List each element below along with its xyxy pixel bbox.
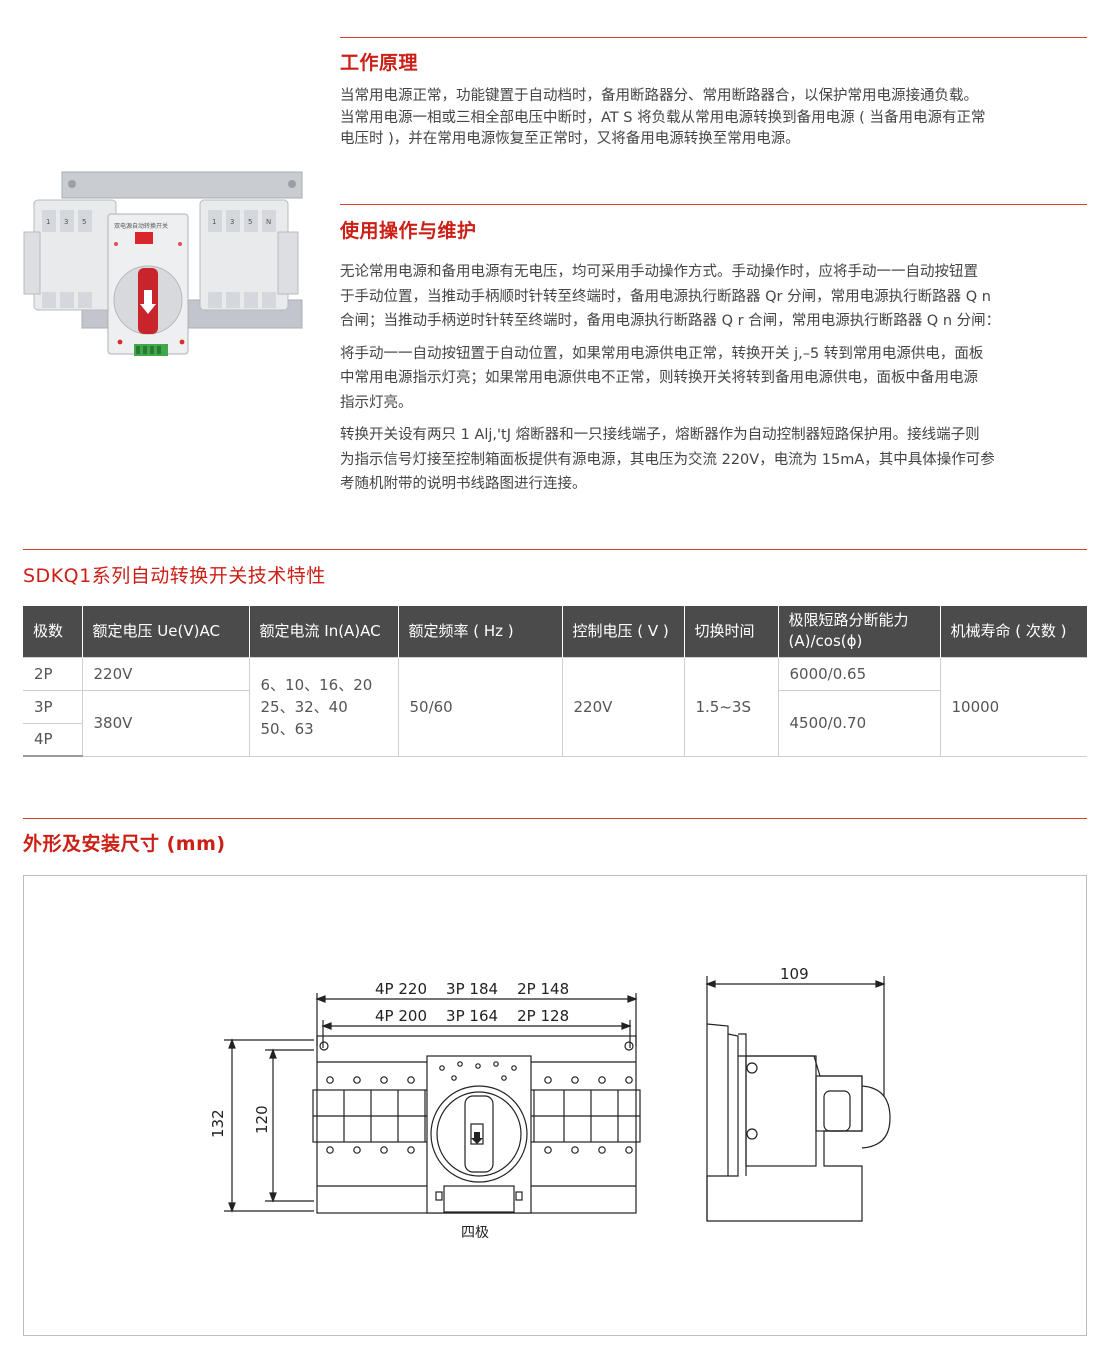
operation-title: 使用操作与维护 <box>340 220 477 242</box>
cell-breaking: 4500/0.70 <box>777 689 941 757</box>
header-mechanical-life: 机械寿命 ( 次数 ) <box>940 606 1087 657</box>
dim-width-inner: 4P 200 3P 164 2P 128 <box>375 1007 569 1025</box>
operation-line: 转换开关设有两只 1 Alj,'tJ 熔断器和一只接线端子，熔断器作为自动控制器… <box>340 427 980 443</box>
header-switch-time: 切换时间 <box>684 606 779 657</box>
dim-caption: 四极 <box>461 1225 489 1241</box>
header-breaking-line: 极限短路分断能力 <box>788 611 909 630</box>
operation-line: 考随机附带的说明书线路图进行连接。 <box>340 476 587 492</box>
operation-text: 无论常用电源和备用电源有无电压，均可采用手动操作方式。手动操作时，应将手动一一自… <box>340 260 1100 497</box>
current-line: 50、63 <box>260 719 314 738</box>
arrow-down-icon <box>140 290 156 314</box>
principle-title: 工作原理 <box>340 52 419 74</box>
dim-width-outer: 4P 220 3P 184 2P 148 <box>375 980 569 998</box>
cell-frequency: 50/60 <box>397 656 563 757</box>
header-poles: 极数 <box>23 606 83 657</box>
operation-line: 合闸；当推动手柄逆时针转至终端时，备用电源执行断路器 Q r 合闸，常用电源执行… <box>340 313 1001 329</box>
cell-life: 10000 <box>939 656 1087 757</box>
principle-line: 电压时 )，并在常用电源恢复至正常时，又将备用电源转换至常用电源。 <box>340 131 800 147</box>
operation-line: 中常用电源指示灯亮；如果常用电源供电不正常，则转换开关将转到备用电源供电，面板中… <box>340 370 978 386</box>
left-breaker-terminals <box>42 210 92 308</box>
operation-line: 将手动一一自动按钮置于自动位置，如果常用电源供电正常，转换开关 j,–5 转到常… <box>340 345 984 362</box>
header-breaking-capacity: 极限短路分断能力 (A)/cos(ϕ) <box>778 606 941 657</box>
principle-line: 当常用电源一相或三相全部电压中断时，AT S 将负载从常用电源转换到备用电源 (… <box>340 109 986 126</box>
terminal-label: 5 <box>82 218 86 226</box>
current-line: 6、10、16、20 <box>260 675 373 694</box>
table-row: 4P <box>23 722 1087 757</box>
dim-side-depth: 109 <box>780 965 809 983</box>
terminal-label: 1 <box>212 218 216 226</box>
principle-text: 当常用电源正常，功能键置于自动档时，备用断路器分、常用断路器合，以保护常用电源接… <box>340 86 1100 151</box>
dim-height-outer: 132 <box>209 1109 227 1138</box>
cell-voltage: 380V <box>81 689 250 757</box>
terminal-label: 3 <box>64 218 68 226</box>
header-voltage: 额定电压 Ue(V)AC <box>82 606 250 657</box>
selector-switch <box>135 232 153 244</box>
terminal-label: 3 <box>230 218 234 226</box>
cell-poles: 3P <box>23 689 83 724</box>
header-breaking-line: (A)/cos(ϕ) <box>788 632 863 651</box>
terminal-block <box>134 344 168 356</box>
cell-switch-time: 1.5~3S <box>683 656 779 757</box>
section-rule-spec <box>23 549 1087 550</box>
spec-header-row: 极数 额定电压 Ue(V)AC 额定电流 In(A)AC 额定频率 ( Hz )… <box>23 606 1087 657</box>
right-breaker-terminals <box>208 210 276 308</box>
spec-table: 极数 额定电压 Ue(V)AC 额定电流 In(A)AC 额定频率 ( Hz )… <box>23 606 1087 757</box>
cell-breaking: 6000/0.65 <box>777 656 941 691</box>
header-current: 额定电流 In(A)AC <box>249 606 399 657</box>
terminal-label: 1 <box>46 218 50 226</box>
operation-line: 无论常用电源和备用电源有无电压，均可采用手动操作方式。手动操作时，应将手动一一自… <box>340 264 978 280</box>
section-rule-principle <box>340 37 1087 38</box>
table-row: 2P 220V 6、10、16、20 25、32、40 50、63 50/60 … <box>23 656 1087 757</box>
terminal-label: N <box>266 218 271 226</box>
cell-poles: 4P <box>23 722 83 757</box>
cell-current: 6、10、16、20 25、32、40 50、63 <box>248 656 399 757</box>
cell-control-voltage: 220V <box>561 656 685 757</box>
operation-line: 为指示信号灯接至控制箱面板提供有源电源，其电压为交流 220V，电流为 15mA… <box>340 451 995 468</box>
current-line: 25、32、40 <box>260 697 348 716</box>
operation-line: 于手动位置，当推动手柄顺时针转至终端时，备用电源执行断路器 Qr 分闸，常用电源… <box>340 288 991 305</box>
panel-label: 双电源自动转换开关 <box>114 222 168 230</box>
principle-line: 当常用电源正常，功能键置于自动档时，备用断路器分、常用断路器合，以保护常用电源接… <box>340 88 978 104</box>
cell-poles: 2P <box>23 656 83 691</box>
header-frequency: 额定频率 ( Hz ) <box>398 606 563 657</box>
dimension-drawing: 4P 220 3P 184 2P 148 4P 200 3P 164 2P 12… <box>209 965 891 1241</box>
terminal-label: 5 <box>248 218 252 226</box>
operation-line: 指示灯亮。 <box>340 394 413 411</box>
dim-height-inner: 120 <box>253 1105 271 1134</box>
table-row: 3P 380V 4500/0.70 <box>23 689 1087 757</box>
section-rule-dimensions <box>23 818 1087 819</box>
product-photo: 1 3 5 1 3 5 N 双电源自动转换开关 <box>23 171 303 356</box>
cell-voltage: 220V <box>81 656 250 691</box>
header-control-voltage: 控制电压 ( V ) <box>562 606 685 657</box>
dimensions-title: 外形及安装尺寸 (mm) <box>23 833 226 855</box>
spec-title: SDKQ1系列自动转换开关技术特性 <box>23 565 326 587</box>
dimension-drawing-frame: 4P 220 3P 184 2P 148 4P 200 3P 164 2P 12… <box>23 875 1087 1336</box>
section-rule-operation <box>340 204 1087 205</box>
